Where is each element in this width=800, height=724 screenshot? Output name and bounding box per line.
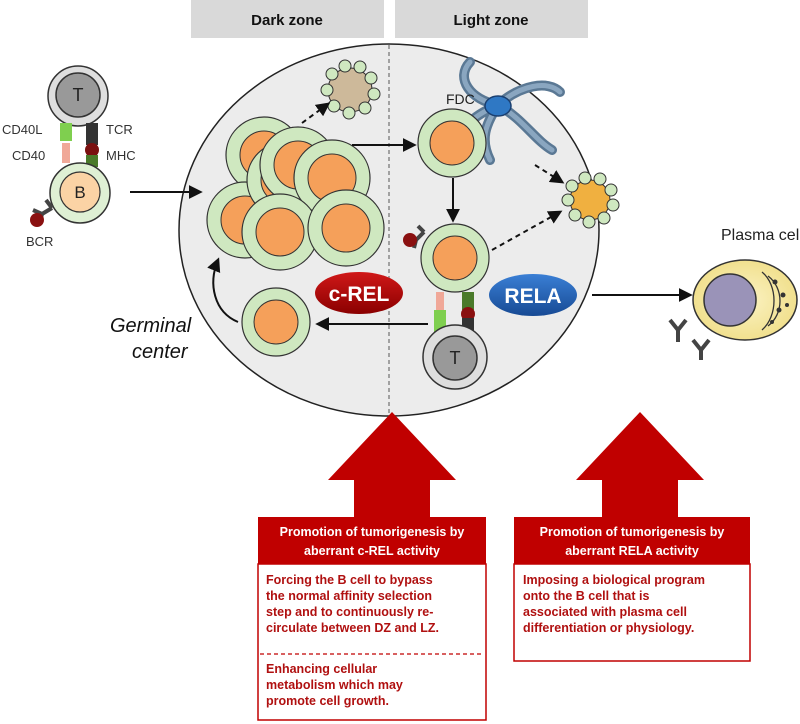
cd40-receptor [62,143,70,163]
crel-panel-title-line1: Promotion of tumorigenesis by [280,525,465,539]
b-cell-label: B [74,183,85,202]
cd40l-receptor [60,123,72,141]
crel-body1-line1: Forcing the B cell to bypass [266,573,433,587]
bcr-antibody [32,198,54,223]
t-cell-label: T [73,85,84,105]
lz-b-cell-top [417,108,487,178]
fdc-label: FDC [446,91,475,107]
bcr-antigen [30,213,44,227]
rela-panel-title-line2: aberrant RELA activity [565,544,699,558]
apoptotic-cell-lz [561,171,620,229]
plasma-cell [692,259,798,341]
light-zone-header [395,0,588,38]
lz-t-cell [422,292,488,390]
rela-body-line1: Imposing a biological program [523,573,705,587]
germinal-label-line1: Germinal [110,315,192,337]
tcr-label: TCR [106,122,133,137]
germinal-label-line2: center [132,341,189,363]
rela-effect-arrow [576,412,704,517]
crel-body1-line4: circulate between DZ and LZ. [266,621,439,635]
crel-panel-header [258,517,486,564]
crel-badge [315,272,403,314]
fdc-cell [459,57,565,165]
crel-badge-label: c-REL [329,283,390,306]
cd40-label: CD40 [12,148,45,163]
apoptotic-cell-dz [320,59,381,120]
tcr-receptor [86,123,98,145]
tb-synapse: T B [30,65,111,227]
dark-zone-header [191,0,384,38]
crel-body2-line1: Enhancing cellular [266,662,377,676]
b-cell-inner [59,171,101,213]
crel-body1-line3: step and to continuously re- [266,605,433,619]
rela-body-line3: associated with plasma cell [523,605,687,619]
crel-panel-body [257,563,487,721]
bcr-label: BCR [26,234,53,249]
arrow-return-to-dz [207,257,239,323]
lz-t-cell-label: T [450,348,461,368]
mhc-label: MHC [106,148,136,163]
crel-body1-line2: the normal affinity selection [266,589,432,603]
crel-panel-title-line2: aberrant c-REL activity [304,544,440,558]
secreted-antibodies [668,318,711,360]
dark-zone-label: Dark zone [251,12,323,29]
rela-body-line4: differentiation or physiology. [523,621,694,635]
rela-panel-title-line1: Promotion of tumorigenesis by [540,525,725,539]
t-cell-inner [55,72,101,118]
crel-body2-line3: promote cell growth. [266,694,389,708]
recirculating-b-cell [241,287,311,357]
rela-body-line2: onto the B cell that is [523,589,649,603]
light-zone-label: Light zone [454,12,529,29]
plasma-cell-label: Plasma cell [721,227,800,244]
rela-panel-header [514,517,750,564]
arrow-lz-apoptosis [491,210,563,251]
cd40l-label: CD40L [2,122,42,137]
rela-panel-body [513,563,751,662]
crel-body2-line2: metabolism which may [266,678,403,692]
crel-effect-arrow [328,412,456,517]
lz-b-cell-bottom [403,223,490,293]
rela-badge-label: RELA [504,285,561,308]
dark-zone-cell-cluster [206,116,385,271]
mhc-molecule [85,143,99,157]
rela-badge [489,274,577,316]
